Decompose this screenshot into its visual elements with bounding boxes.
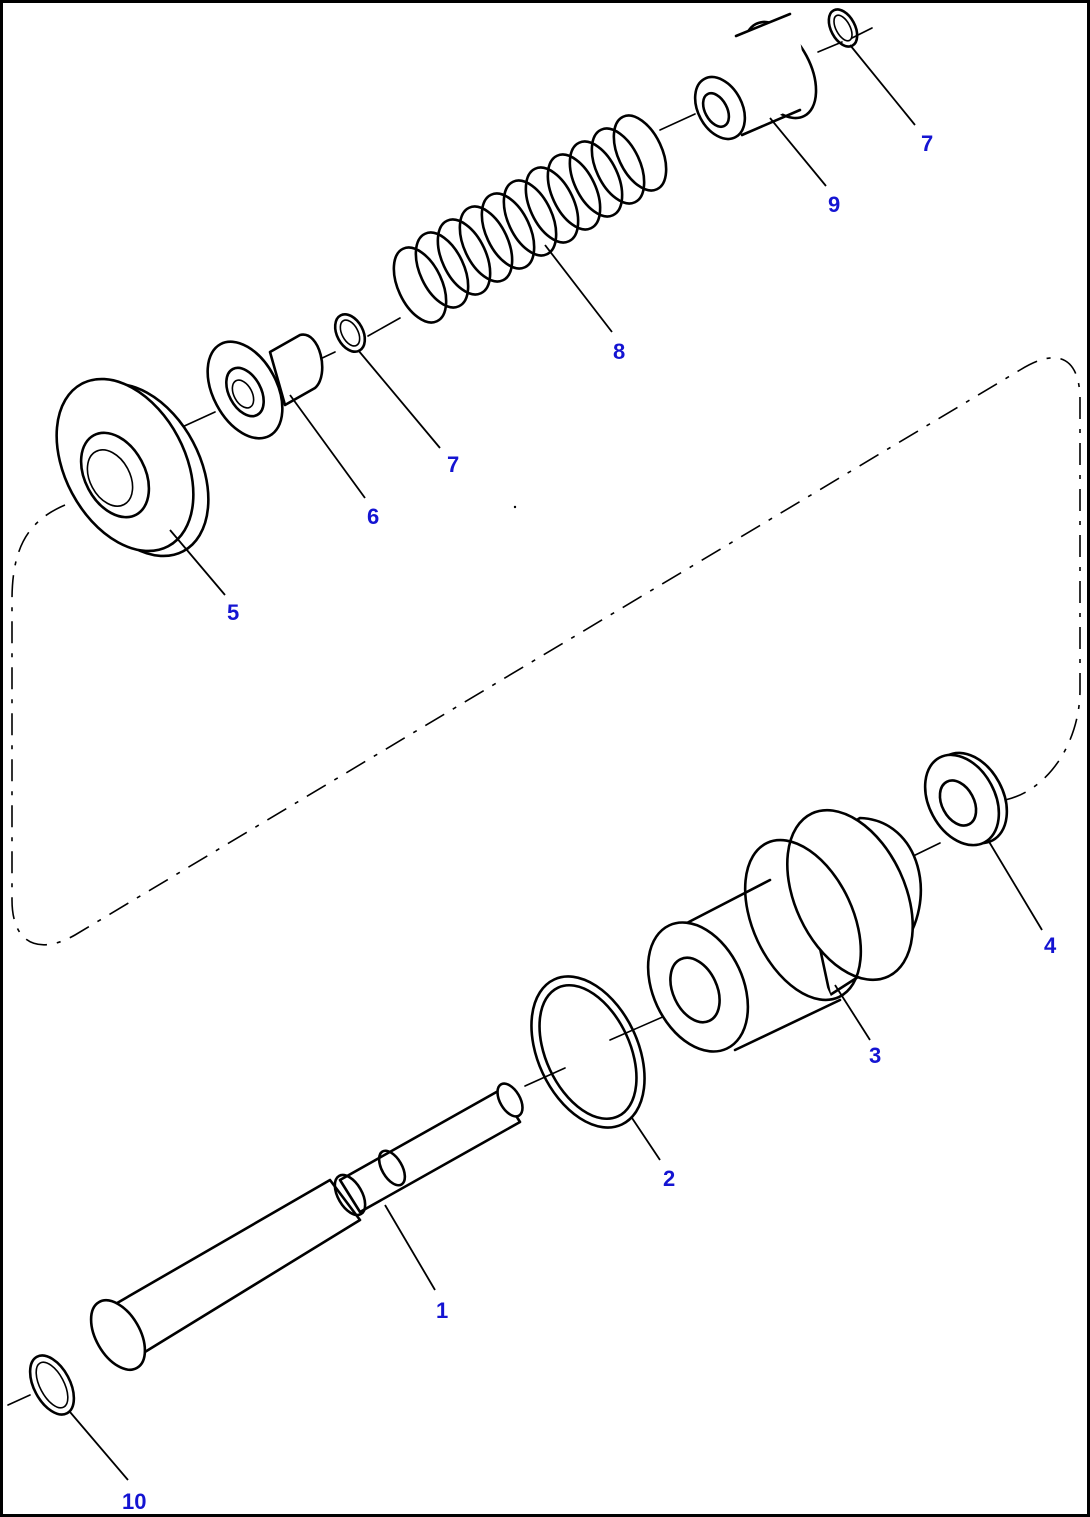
- part-5-large-washer: [55, 377, 210, 558]
- callout-5: 5: [227, 600, 239, 625]
- callout-10: 10: [122, 1489, 146, 1514]
- part-7-snap-ring-top: [827, 8, 859, 48]
- callout-2: 2: [663, 1166, 675, 1191]
- callout-3: 3: [869, 1043, 881, 1068]
- leader-1: [384, 1204, 436, 1291]
- part-10-snap-ring: [28, 1354, 76, 1416]
- part-1-spool-pin: [89, 1082, 524, 1371]
- leader-2: [631, 1117, 661, 1161]
- leader-4: [987, 839, 1043, 931]
- leader-3: [834, 984, 871, 1041]
- part-2-o-ring: [530, 975, 646, 1129]
- stray-mark: [513, 505, 517, 509]
- callout-6: 6: [367, 504, 379, 529]
- part-6-flanged-collar: [206, 333, 324, 440]
- callout-1: 1: [436, 1298, 448, 1323]
- leader-10: [69, 1411, 129, 1481]
- leader-9: [769, 117, 827, 187]
- assembly-path-line: [11, 357, 1081, 946]
- part-3-valve-body: [646, 808, 923, 1053]
- part-4-small-bushing: [923, 751, 1009, 847]
- leader-7b: [849, 44, 916, 126]
- upper-axis-line: [179, 27, 873, 429]
- part-9-flanged-bushing: [693, 10, 818, 141]
- callout-8: 8: [613, 339, 625, 364]
- callout-7-middle: 7: [447, 452, 459, 477]
- leader-lines: [69, 44, 1043, 1481]
- leader-6: [289, 394, 366, 499]
- callout-7-top: 7: [921, 131, 933, 156]
- callout-9: 9: [828, 192, 840, 217]
- leader-5: [169, 529, 226, 596]
- part-7-snap-ring-middle: [333, 313, 367, 353]
- part-8-coil-spring: [392, 114, 668, 324]
- callout-4: 4: [1044, 933, 1057, 958]
- leader-7a: [357, 349, 441, 449]
- leader-8: [544, 244, 613, 333]
